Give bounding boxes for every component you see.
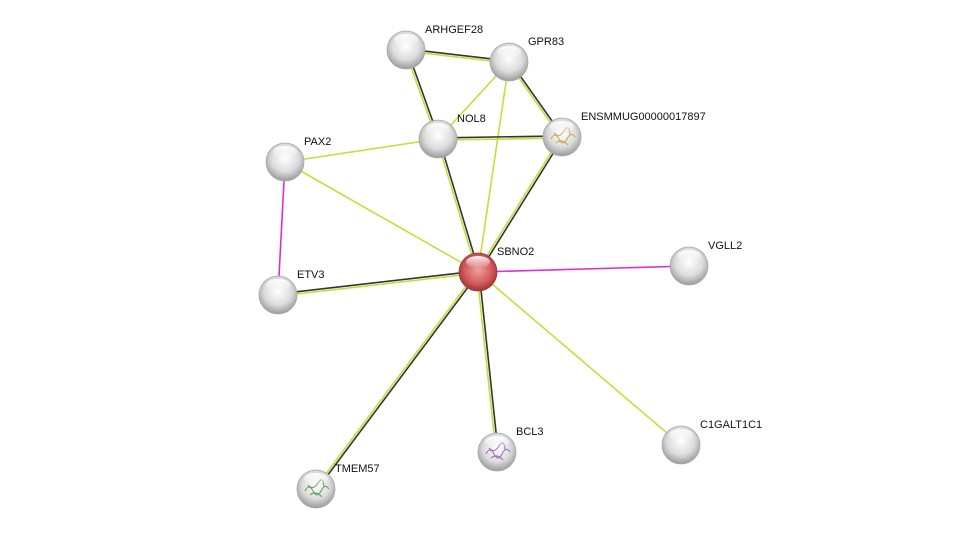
node-label: NOL8 [457, 113, 486, 125]
node-label: ETV3 [297, 269, 325, 281]
edge-PAX2-ETV3[interactable] [277, 161, 286, 296]
edge-evidence-coexpression [277, 270, 478, 295]
edge-evidence-textmining [476, 272, 497, 453]
edge-evidence-textmining [284, 161, 479, 273]
edge-evidence-textmining [314, 270, 478, 489]
edge-PAX2-SBNO2[interactable] [284, 161, 479, 273]
edge-evidence-coexpression [478, 137, 564, 274]
node-bcl3[interactable]: BCL3 [477, 426, 544, 472]
edge-evidence-textmining [476, 135, 562, 272]
edge-evidence-textmining [477, 61, 510, 273]
edge-evidence-textmining [278, 272, 479, 297]
edge-ENSMMUG00000017897-SBNO2[interactable] [476, 135, 564, 274]
node-highlight [426, 123, 450, 135]
node-highlight [550, 121, 574, 133]
node-highlight [485, 436, 509, 448]
node-tmem57[interactable]: TMEM57 [296, 463, 380, 509]
node-highlight [394, 34, 418, 46]
edge-SBNO2-BCL3[interactable] [476, 271, 499, 453]
node-highlight [677, 250, 701, 262]
edge-evidence-coexpression [478, 271, 499, 452]
edge-evidence-experiments [277, 161, 286, 296]
node-nol8[interactable]: NOL8 [418, 113, 486, 159]
node-label: ENSMMUG00000017897 [581, 111, 706, 123]
node-label: TMEM57 [335, 463, 380, 475]
edge-evidence-textmining [284, 138, 439, 163]
edge-evidence-coexpression [316, 272, 480, 491]
edge-NOL8-ENSMMUG00000017897[interactable] [437, 135, 563, 141]
edge-SBNO2-VGLL2[interactable] [477, 265, 690, 273]
edge-SBNO2-TMEM57[interactable] [314, 270, 480, 491]
edge-evidence-experiments [477, 265, 690, 273]
edge-evidence-textmining [436, 139, 478, 273]
node-highlight [273, 146, 297, 158]
node-c1galt1c1[interactable]: C1GALT1C1 [661, 419, 762, 465]
node-highlight [304, 473, 328, 485]
node-highlight [466, 256, 490, 268]
node-label: C1GALT1C1 [700, 419, 762, 431]
edge-PAX2-NOL8[interactable] [284, 138, 439, 163]
edge-NOL8-SBNO2[interactable] [436, 138, 480, 273]
edge-ETV3-SBNO2[interactable] [277, 270, 479, 297]
node-label: ARHGEF28 [425, 24, 483, 36]
node-vgll2[interactable]: VGLL2 [669, 240, 742, 286]
node-highlight [669, 429, 693, 441]
node-arhgef28[interactable]: ARHGEF28 [386, 24, 483, 70]
node-highlight [266, 279, 290, 291]
node-label: GPR83 [528, 36, 564, 48]
edge-GPR83-SBNO2[interactable] [477, 61, 510, 273]
node-highlight [497, 46, 521, 58]
node-sbno2[interactable]: SBNO2 [458, 246, 534, 292]
edge-SBNO2-C1GALT1C1[interactable] [477, 271, 682, 446]
node-ensmmug00000017897[interactable]: ENSMMUG00000017897 [542, 111, 706, 157]
node-label: SBNO2 [497, 246, 534, 258]
node-label: VGLL2 [708, 240, 742, 252]
node-label: BCL3 [516, 426, 544, 438]
node-gpr83[interactable]: GPR83 [489, 36, 564, 82]
edge-evidence-coexpression [437, 135, 562, 139]
edge-evidence-textmining [438, 137, 563, 141]
edge-evidence-coexpression [438, 138, 480, 272]
edge-evidence-textmining [477, 271, 682, 446]
node-pax2[interactable]: PAX2 [265, 136, 331, 182]
node-etv3[interactable]: ETV3 [258, 269, 325, 315]
node-label: PAX2 [304, 136, 331, 148]
